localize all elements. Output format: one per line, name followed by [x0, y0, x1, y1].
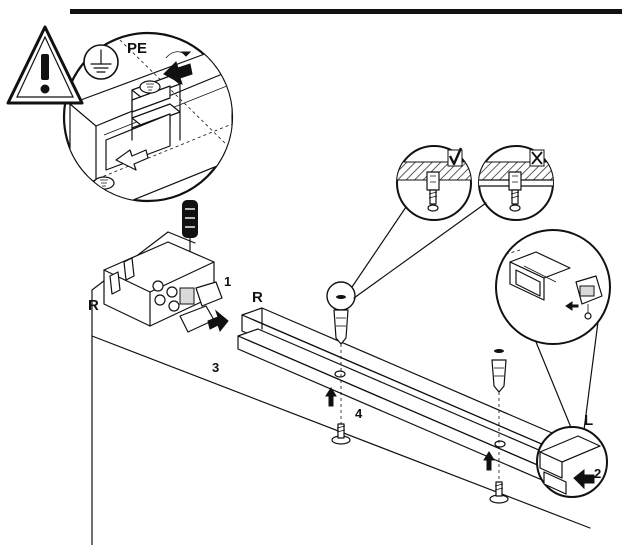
left-end-magnifier — [536, 426, 608, 498]
warning-triangle-icon — [6, 25, 84, 105]
checkmark-icon — [447, 147, 463, 167]
label-l-track: L — [584, 412, 593, 429]
tighten-arrow-icon — [163, 61, 193, 86]
end-cap-push-arrow-icon — [573, 468, 595, 490]
detail-leader-lines — [351, 202, 487, 299]
label-r-box: R — [88, 297, 99, 314]
wall-plug-left — [326, 281, 356, 345]
protective-earth-icon — [83, 44, 119, 80]
label-step-2: 2 — [594, 466, 601, 481]
label-step-1: 1 — [224, 274, 231, 289]
correct-mounting-detail — [396, 145, 472, 221]
terminal-ground-screw — [139, 80, 161, 94]
track-rail — [237, 307, 581, 487]
label-r-track: R — [252, 289, 263, 306]
feed-connector-box — [103, 241, 223, 333]
screw-left — [331, 344, 351, 445]
mount-up-arrow-right-icon — [483, 451, 495, 471]
end-cap-leader-lines — [535, 321, 599, 431]
screw-right — [489, 392, 509, 504]
insert-arrow-icon — [115, 149, 149, 171]
label-step-3: 3 — [212, 360, 219, 375]
cross-icon — [529, 149, 545, 167]
end-cap-detail — [495, 229, 611, 345]
connector-push-arrow-icon — [207, 309, 229, 333]
header-rule — [70, 9, 622, 14]
housing-ground-mark — [93, 176, 115, 190]
label-step-4: 4 — [355, 406, 363, 421]
pe-label: PE — [127, 40, 147, 57]
mount-up-arrow-left-icon — [325, 387, 337, 407]
incorrect-mounting-detail — [478, 145, 554, 221]
wall-plug-right — [491, 349, 507, 393]
terminal-detail-magnifier — [62, 31, 234, 203]
